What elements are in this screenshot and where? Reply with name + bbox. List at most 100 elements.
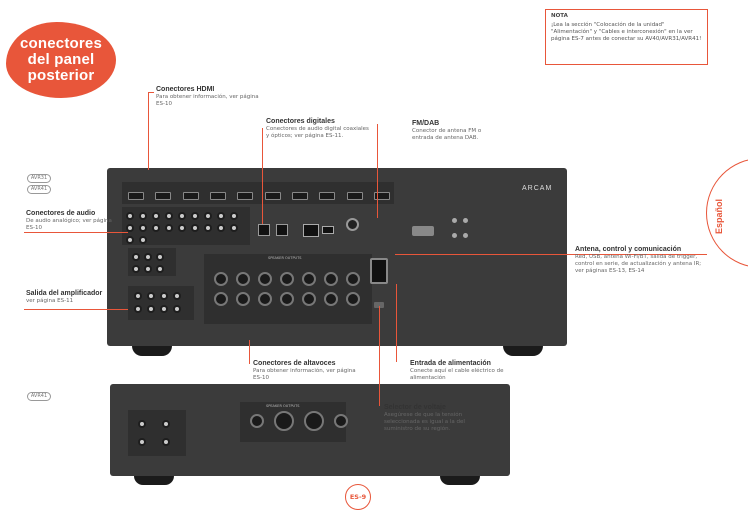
speaker-terminal xyxy=(302,292,316,306)
rca-jack xyxy=(147,305,155,313)
speaker-terminal xyxy=(280,272,294,286)
callout-line xyxy=(249,340,250,364)
usb-port xyxy=(322,226,334,234)
trigger-jack xyxy=(463,218,468,223)
callout-voltage-desc: Asegúrese de que la tensión seleccionada… xyxy=(384,412,465,432)
callout-speakers: Conectores de altavoces Para obtener inf… xyxy=(253,360,357,382)
callout-line xyxy=(148,92,154,93)
callout-line xyxy=(148,92,149,170)
trigger-ports xyxy=(452,218,472,242)
speaker-terminals xyxy=(214,272,364,306)
fm-dab-antenna-port xyxy=(346,218,359,231)
speaker-terminal xyxy=(324,272,338,286)
network-port xyxy=(303,224,319,237)
rca-jack xyxy=(156,253,164,261)
unit-foot xyxy=(134,476,174,485)
rca-jack xyxy=(178,212,186,220)
language-tab xyxy=(706,158,748,268)
model-pill-bottom: AVR41 xyxy=(27,392,51,401)
callout-speakers-desc: Para obtener información, ver página ES-… xyxy=(253,368,356,381)
brand-logo: ARCAM xyxy=(522,185,553,192)
speaker-terminal xyxy=(214,292,228,306)
preamp-jacks xyxy=(132,253,174,273)
rca-jack xyxy=(160,292,168,300)
trigger-jack xyxy=(463,233,468,238)
callout-audio-title: Conectores de audio xyxy=(26,210,96,217)
speaker-terminal xyxy=(346,272,360,286)
callout-power-title: Entrada de alimentación xyxy=(410,360,491,367)
rca-jack xyxy=(144,265,152,273)
digital-ports xyxy=(258,224,298,238)
callout-line xyxy=(24,232,128,233)
rca-jack xyxy=(152,212,160,220)
hdmi-port xyxy=(128,192,144,200)
callout-fmdab-title: FM/DAB xyxy=(412,120,440,127)
speaker-outputs-label: SPEAKER OUTPUTS xyxy=(268,256,302,260)
hdmi-port xyxy=(319,192,336,200)
callout-antenna-control: Antena, control y comunicación Red, USB,… xyxy=(575,246,703,275)
hdmi-port xyxy=(346,192,363,200)
speaker-terminal xyxy=(324,292,338,306)
speaker-terminal xyxy=(258,272,272,286)
rca-jack xyxy=(178,224,186,232)
unit-foot xyxy=(132,346,172,356)
hdmi-port xyxy=(182,192,199,200)
callout-fmdab-desc: Conector de antena FM o entrada de anten… xyxy=(412,128,482,141)
rca-jack xyxy=(162,420,170,428)
rca-jack xyxy=(138,438,146,446)
callout-amp-output: Salida del amplificador ver página ES-11 xyxy=(26,290,116,305)
callout-line xyxy=(395,254,707,255)
rca-jack xyxy=(139,212,147,220)
speaker-terminal xyxy=(304,411,324,431)
speaker-terminal xyxy=(334,414,348,428)
rca-jack xyxy=(139,224,147,232)
note-body: ¡Lea la sección "Colocación de la unidad… xyxy=(551,22,702,42)
rca-jack xyxy=(147,292,155,300)
speaker-outputs-block xyxy=(204,254,372,324)
callout-hdmi-title: Conectores HDMI xyxy=(156,86,215,93)
speaker-outputs-label-alt: SPEAKER OUTPUTS xyxy=(266,404,300,408)
rca-jack xyxy=(126,212,134,220)
speaker-terminal xyxy=(236,272,250,286)
rca-jack xyxy=(204,224,212,232)
callout-power: Entrada de alimentación Conecte aquí el … xyxy=(410,360,516,382)
title-line-3: posterior xyxy=(27,67,95,84)
voltage-switch xyxy=(374,302,384,308)
hdmi-port xyxy=(373,192,390,200)
title-line-2: del panel xyxy=(27,51,95,68)
optical-port xyxy=(258,224,270,236)
speaker-terminal xyxy=(280,292,294,306)
callout-power-desc: Conecte aquí el cable eléctrico de alime… xyxy=(410,368,504,381)
speaker-terminal xyxy=(250,414,264,428)
speaker-terminal xyxy=(274,411,294,431)
callout-antenna-title: Antena, control y comunicación xyxy=(575,246,682,253)
rca-grid xyxy=(126,212,246,244)
rca-jack xyxy=(156,265,164,273)
language-label: Español xyxy=(714,198,724,234)
callout-line xyxy=(377,124,378,218)
speaker-terminal xyxy=(302,272,316,286)
callout-voltage: Selector de voltaje Asegúrese de que la … xyxy=(384,404,478,433)
preamp-jacks-alt xyxy=(138,420,184,446)
rca-jack xyxy=(230,224,238,232)
hdmi-port xyxy=(237,192,254,200)
speaker-terminal xyxy=(236,292,250,306)
rs232-port xyxy=(412,226,434,236)
rca-jack xyxy=(144,253,152,261)
rca-jack xyxy=(191,212,199,220)
page-number-badge: ES-9 xyxy=(345,484,371,510)
callout-digital: Conectores digitales Conectores de audio… xyxy=(266,118,370,140)
callout-line xyxy=(396,284,397,362)
rca-jack xyxy=(230,212,238,220)
note-heading: NOTA xyxy=(551,13,568,19)
callout-audio: Conectores de audio De audio analógico; … xyxy=(26,210,114,232)
trigger-jack xyxy=(452,233,457,238)
callout-fmdab: FM/DAB Conector de antena FM o entrada d… xyxy=(412,120,496,142)
unit-foot xyxy=(503,346,543,356)
callout-hdmi-desc: Para obtener información, ver página ES-… xyxy=(156,94,259,107)
callout-audio-desc: De audio analógico; ver página ES-10 xyxy=(26,218,112,231)
rca-jack xyxy=(162,438,170,446)
preamp-block-alt xyxy=(128,410,186,456)
callout-voltage-title: Selector de voltaje xyxy=(384,404,446,411)
power-inlet xyxy=(370,258,388,284)
